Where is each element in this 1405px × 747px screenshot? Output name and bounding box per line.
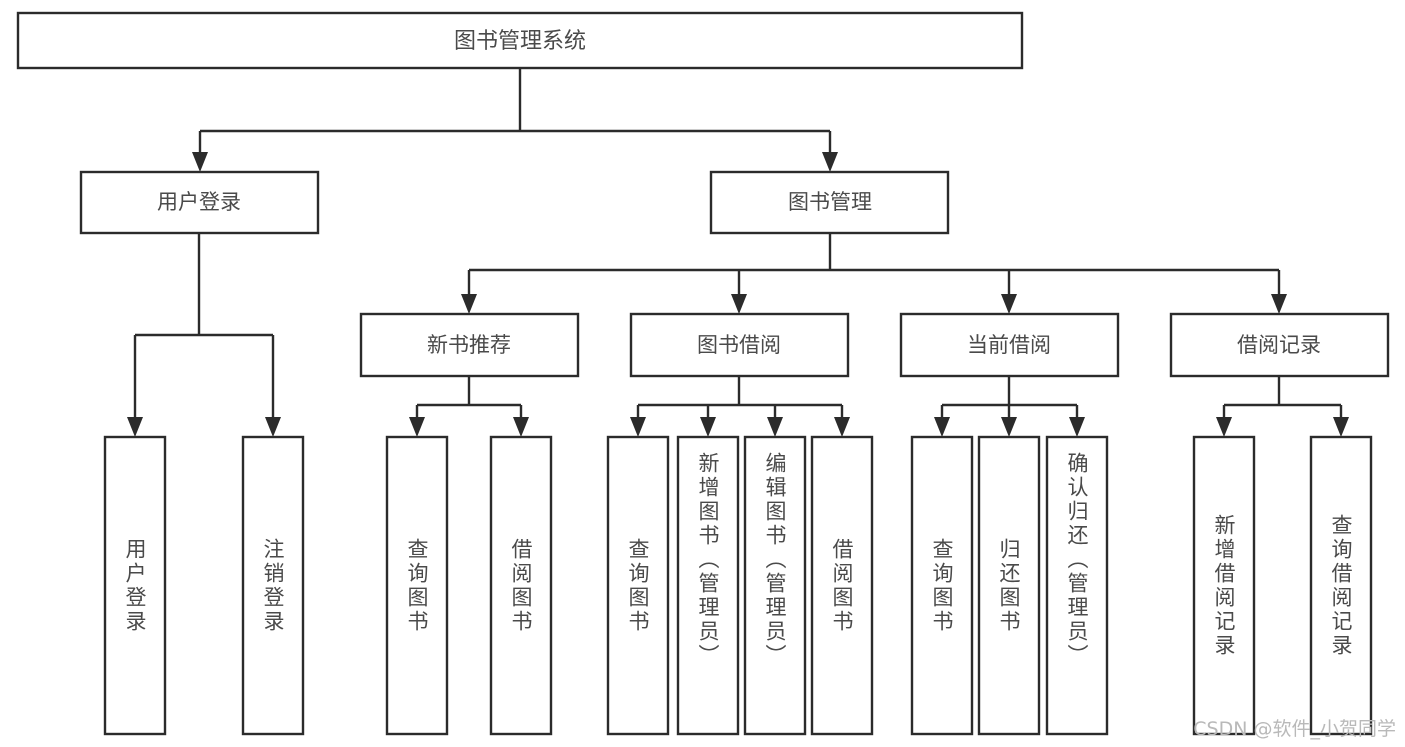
arrow-bb-leaf1-icon [630, 417, 646, 437]
leaf-query-book-3-box[interactable] [910, 435, 974, 736]
leaf-confirm-return[interactable]: 确认归还（管理员） [1045, 435, 1109, 736]
arrow-nb-leaf1-icon [409, 417, 425, 437]
arrow-to-current-borrow-icon [1001, 294, 1017, 314]
leaf-user-login[interactable]: 用户登录 [103, 435, 167, 736]
leaf-query-book-1-box[interactable] [385, 435, 449, 736]
node-current-borrow-label: 当前借阅 [967, 333, 1051, 357]
leaf-query-record-box[interactable] [1309, 435, 1373, 736]
leaf-query-book-2-label: 查询图书 [626, 538, 650, 634]
arrow-br-leaf1-icon [1216, 417, 1232, 437]
node-book-management-label: 图书管理 [788, 190, 872, 214]
leaf-borrow-book-2-box[interactable] [810, 435, 874, 736]
leaf-user-logout-label: 注销登录 [261, 538, 285, 634]
leaf-borrow-book-1[interactable]: 借阅图书 [489, 435, 553, 736]
arrow-to-book-borrow-icon [731, 294, 747, 314]
arrow-bb-leaf4-icon [834, 417, 850, 437]
leaf-add-book-box[interactable] [676, 435, 740, 736]
leaf-user-logout[interactable]: 注销登录 [241, 435, 305, 736]
node-new-book-recommend[interactable]: 新书推荐 [359, 312, 580, 378]
node-book-management[interactable]: 图书管理 [709, 170, 950, 235]
arrow-bb-leaf3-icon [767, 417, 783, 437]
node-user-login[interactable]: 用户登录 [79, 170, 320, 235]
connector-group [127, 68, 1349, 437]
leaf-user-logout-box[interactable] [241, 435, 305, 736]
leaf-query-record[interactable]: 查询借阅记录 [1309, 435, 1373, 736]
node-root[interactable]: 图书管理系统 [16, 11, 1024, 70]
arrow-bb-leaf2-icon [700, 417, 716, 437]
arrow-to-borrow-record-icon [1271, 294, 1287, 314]
arrow-br-leaf2-icon [1333, 417, 1349, 437]
leaf-return-book-box[interactable] [977, 435, 1041, 736]
arrow-to-user-login-icon [192, 152, 208, 172]
leaf-borrow-book-2[interactable]: 借阅图书 [810, 435, 874, 736]
leaf-user-login-label: 用户登录 [123, 538, 147, 634]
leaf-add-book[interactable]: 新增图书（管理员） [676, 435, 740, 736]
leaf-borrow-book-1-label: 借阅图书 [509, 538, 533, 634]
node-user-login-label: 用户登录 [157, 190, 241, 214]
leaf-add-record[interactable]: 新增借阅记录 [1192, 435, 1256, 736]
node-new-book-recommend-box[interactable] [359, 312, 580, 378]
leaf-borrow-book-1-box[interactable] [489, 435, 553, 736]
arrow-to-book-management-icon [822, 152, 838, 172]
leaf-borrow-book-2-label: 借阅图书 [830, 538, 854, 634]
leaf-edit-book-label: 编辑图书（管理员） [763, 452, 787, 668]
node-user-login-box[interactable] [79, 170, 320, 235]
arrow-to-new-book-icon [461, 294, 477, 314]
leaf-return-book[interactable]: 归还图书 [977, 435, 1041, 736]
node-borrow-record-label: 借阅记录 [1237, 333, 1321, 357]
node-current-borrow[interactable]: 当前借阅 [899, 312, 1120, 378]
arrow-ul-leaf1-icon [127, 417, 143, 437]
leaf-query-book-2[interactable]: 查询图书 [606, 435, 670, 736]
leaf-edit-book[interactable]: 编辑图书（管理员） [743, 435, 807, 736]
leaf-return-book-label: 归还图书 [997, 538, 1021, 634]
leaf-query-book-3-label: 查询图书 [930, 538, 954, 634]
arrow-nb-leaf2-icon [513, 417, 529, 437]
node-new-book-recommend-label: 新书推荐 [427, 333, 511, 357]
node-borrow-record[interactable]: 借阅记录 [1169, 312, 1390, 378]
node-book-management-box[interactable] [709, 170, 950, 235]
arrow-cb-leaf3-icon [1069, 417, 1085, 437]
node-root-label: 图书管理系统 [454, 29, 586, 54]
watermark-text: CSDN @软件_小贺同学 [1193, 718, 1396, 740]
node-book-borrow-label: 图书借阅 [697, 333, 781, 357]
leaf-add-record-label: 新增借阅记录 [1212, 514, 1236, 658]
node-current-borrow-box[interactable] [899, 312, 1120, 378]
leaf-query-record-label: 查询借阅记录 [1329, 514, 1353, 658]
arrow-cb-leaf2-icon [1001, 417, 1017, 437]
node-borrow-record-box[interactable] [1169, 312, 1390, 378]
leaf-query-book-1[interactable]: 查询图书 [385, 435, 449, 736]
leaf-query-book-1-label: 查询图书 [405, 538, 429, 634]
leaf-user-login-box[interactable] [103, 435, 167, 736]
leaf-confirm-return-box[interactable] [1045, 435, 1109, 736]
leaf-confirm-return-label: 确认归还（管理员） [1065, 452, 1089, 668]
arrow-cb-leaf1-icon [934, 417, 950, 437]
node-root-box[interactable] [16, 11, 1024, 70]
leaf-query-book-3[interactable]: 查询图书 [910, 435, 974, 736]
node-book-borrow[interactable]: 图书借阅 [629, 312, 850, 378]
leaf-edit-book-box[interactable] [743, 435, 807, 736]
arrow-ul-leaf2-icon [265, 417, 281, 437]
leaf-add-book-label: 新增图书（管理员） [696, 452, 720, 668]
leaf-add-record-box[interactable] [1192, 435, 1256, 736]
node-book-borrow-box[interactable] [629, 312, 850, 378]
leaf-query-book-2-box[interactable] [606, 435, 670, 736]
